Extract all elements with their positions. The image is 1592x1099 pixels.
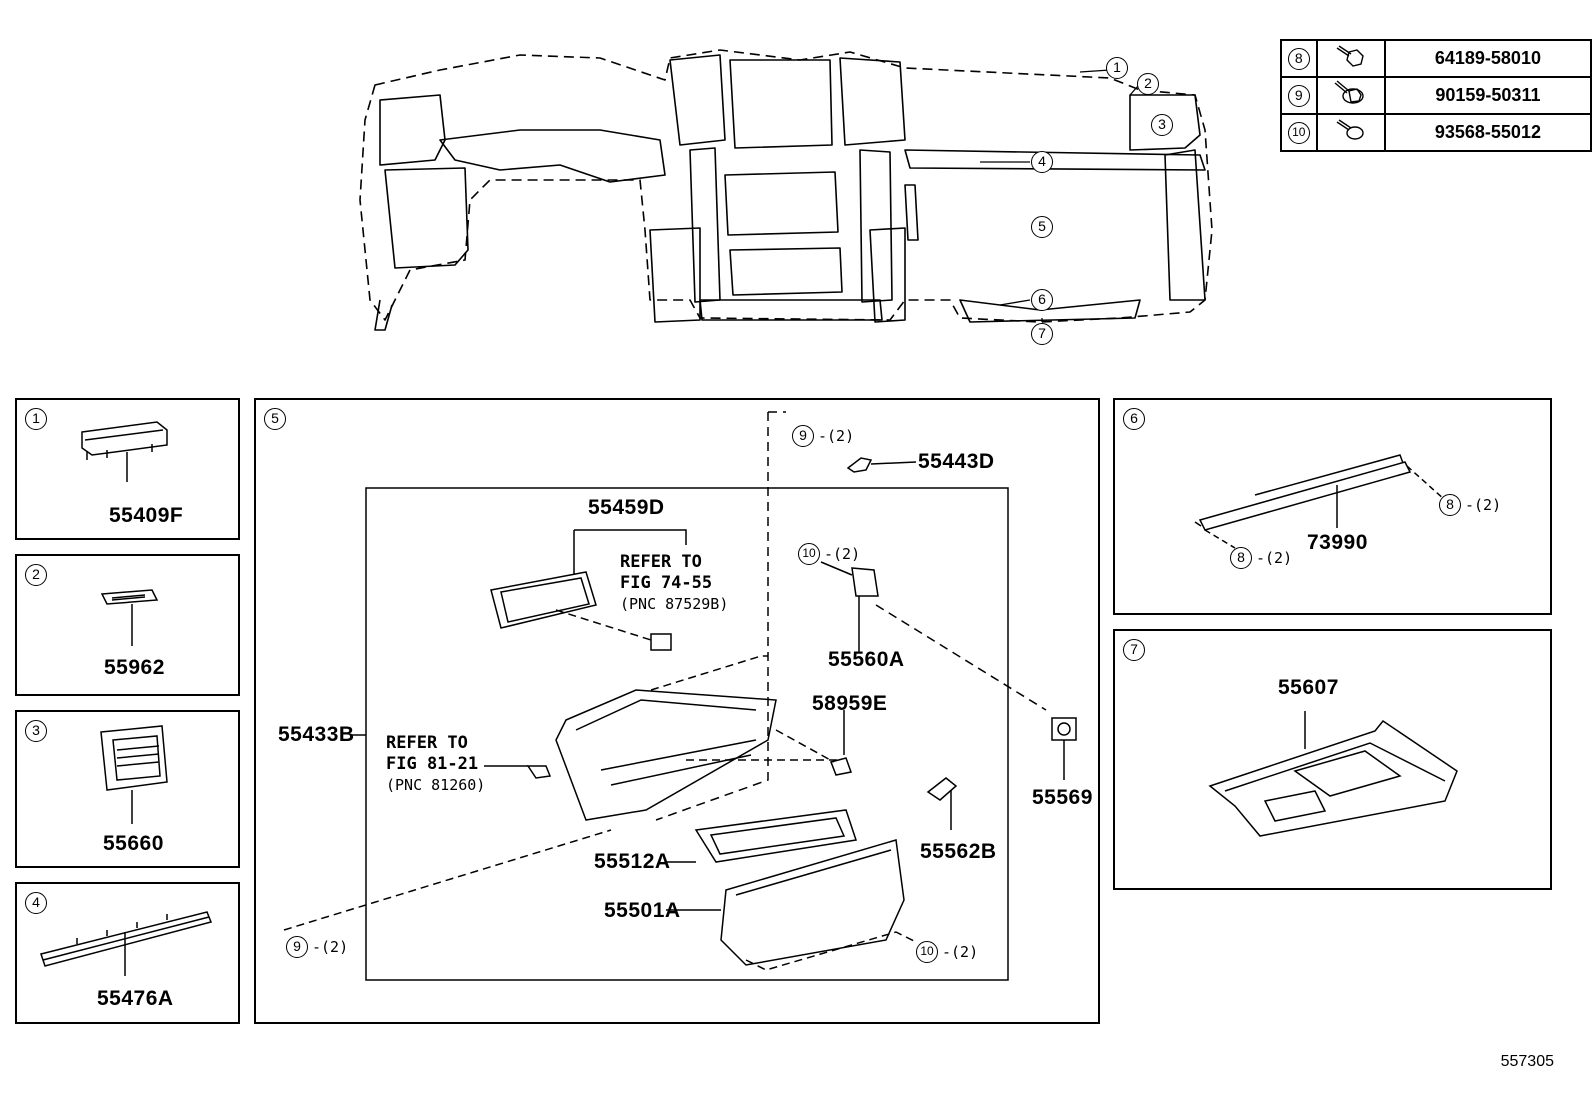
panel-1[interactable]: 1 55409F — [15, 398, 240, 540]
quantity-label: -(2) — [312, 938, 349, 956]
panel-5[interactable]: 5 9 -(2) 55443D 55459D REFER TO FIG 74-5… — [254, 398, 1100, 1024]
screw-icon — [1336, 118, 1364, 140]
panel-6-number: 6 — [1123, 408, 1145, 430]
refer-line: FIG 74-55 — [620, 573, 713, 593]
illustration-id: 557305 — [1500, 1053, 1554, 1070]
part-number-label: 55459D — [588, 496, 665, 519]
fastener-key-10: 10 — [1287, 122, 1310, 144]
panel-7[interactable]: 7 55607 — [1113, 629, 1552, 890]
part-number-label: 55607 — [1278, 676, 1339, 699]
fastener-row[interactable]: 8 64189-58010 — [1280, 39, 1592, 78]
refer-note-74-55[interactable]: REFER TO FIG 74-55 (PNC 87529B) — [620, 552, 728, 615]
fastener-part-number: 64189-58010 — [1383, 39, 1592, 78]
fastener-part-number: 90159-50311 — [1383, 76, 1592, 115]
panel-2[interactable]: 2 55962 — [15, 554, 240, 696]
refer-line: FIG 81-21 — [386, 754, 479, 774]
fastener-key-9: 9 — [1287, 84, 1310, 107]
screw-washer-icon — [1334, 79, 1364, 104]
glove-box-assembly-drawing — [283, 411, 1077, 981]
quantity-label: -(2) — [1256, 549, 1293, 567]
panel-4[interactable]: 4 55476A — [15, 882, 240, 1024]
part-number-label: 55512A — [594, 850, 671, 873]
panel-7-number: 7 — [1123, 639, 1145, 661]
quantity-label: -(2) — [824, 545, 861, 563]
fastener-table: 8 64189-58010 9 90159-50311 10 93568-550… — [1280, 39, 1592, 152]
overview-callout-1[interactable]: 1 — [1106, 57, 1128, 79]
panel-6[interactable]: 6 8 -(2) 8 -(2) 73990 — [1113, 398, 1552, 615]
part-55660-drawing — [100, 725, 168, 824]
quantity-label: -(2) — [942, 943, 979, 961]
fastener-key-8: 8 — [1287, 47, 1310, 70]
part-55409f-drawing — [81, 421, 168, 482]
panel-3-number: 3 — [25, 720, 47, 742]
part-number-label: 55433B — [278, 723, 355, 746]
part-55476a-drawing — [40, 911, 213, 976]
part-number-label: 55476A — [97, 987, 174, 1010]
part-number-label: 55443D — [918, 450, 995, 473]
part-number-label: 55560A — [828, 648, 905, 671]
screw-10-callout[interactable]: 10 — [798, 543, 820, 565]
part-number-label: 58959E — [812, 692, 888, 715]
refer-pnc: (PNC 87529B) — [620, 595, 729, 613]
fastener-row[interactable]: 9 90159-50311 — [1280, 76, 1592, 115]
refer-note-81-21[interactable]: REFER TO FIG 81-21 (PNC 81260) — [386, 733, 485, 796]
overview-callout-5[interactable]: 5 — [1031, 216, 1053, 238]
panel-5-number: 5 — [264, 408, 286, 430]
bolt-8-callout[interactable]: 8 — [1230, 547, 1252, 569]
part-number-label: 73990 — [1307, 531, 1368, 554]
part-number-label: 55962 — [104, 656, 165, 679]
refer-pnc: (PNC 81260) — [386, 776, 486, 794]
part-55962-drawing — [100, 589, 159, 646]
overview-callout-6[interactable]: 6 — [1031, 289, 1053, 311]
overview-callout-3[interactable]: 3 — [1151, 114, 1173, 136]
bolt-8-callout[interactable]: 8 — [1439, 494, 1461, 516]
part-number-label: 55569 — [1032, 786, 1093, 809]
refer-line: REFER TO — [620, 552, 702, 572]
overview-callout-7[interactable]: 7 — [1031, 323, 1053, 345]
overview-callout-4[interactable]: 4 — [1031, 151, 1053, 173]
panel-1-number: 1 — [25, 408, 47, 430]
panel-3[interactable]: 3 55660 — [15, 710, 240, 868]
quantity-label: -(2) — [1465, 496, 1502, 514]
part-number-label: 55501A — [604, 899, 681, 922]
part-73990-drawing — [1194, 454, 1446, 549]
panel-2-number: 2 — [25, 564, 47, 586]
part-number-label: 55562B — [920, 840, 997, 863]
screw-10-callout[interactable]: 10 — [916, 941, 938, 963]
overview-callout-2[interactable]: 2 — [1137, 73, 1159, 95]
panel-4-number: 4 — [25, 892, 47, 914]
fastener-part-number: 93568-55012 — [1383, 113, 1592, 152]
quantity-label: -(2) — [818, 427, 855, 445]
screw-9-callout[interactable]: 9 — [792, 425, 814, 447]
screw-9-callout[interactable]: 9 — [286, 936, 308, 958]
refer-line: REFER TO — [386, 733, 468, 753]
part-55607-drawing — [1208, 711, 1458, 837]
part-number-label: 55409F — [109, 504, 184, 527]
bolt-icon — [1336, 44, 1364, 67]
part-number-label: 55660 — [103, 832, 164, 855]
fastener-row[interactable]: 10 93568-55012 — [1280, 113, 1592, 152]
